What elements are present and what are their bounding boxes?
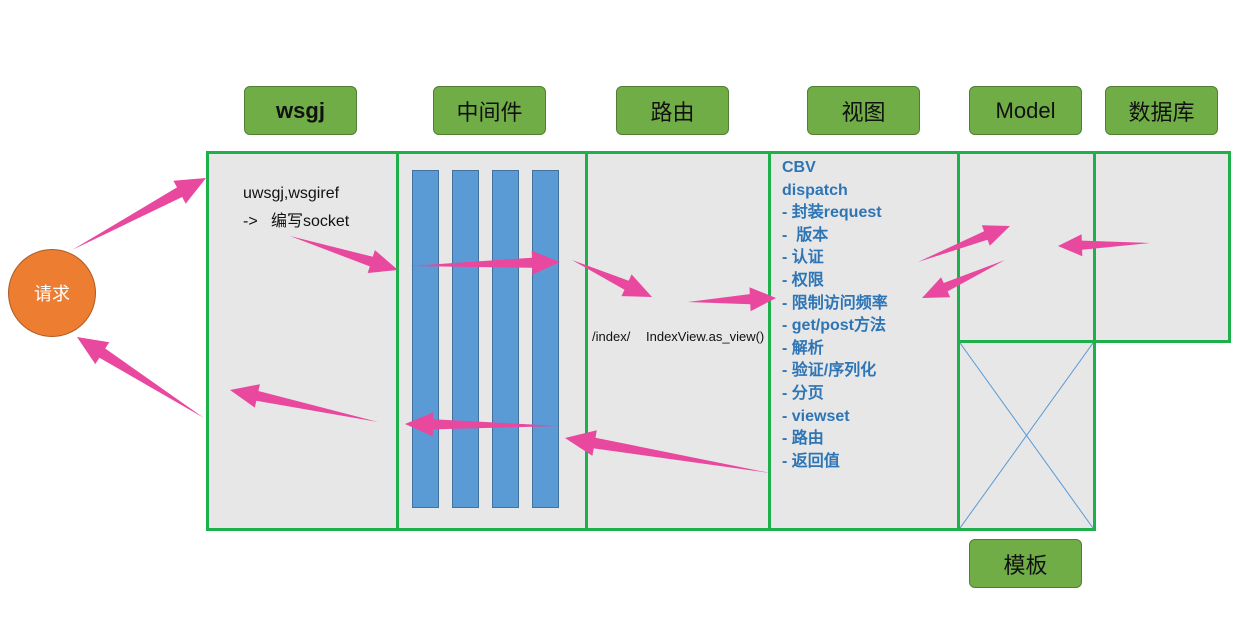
view-line: - 解析	[782, 339, 824, 357]
view-text-block: CBV dispatch - 封装request - 版本 - 认证 - 权限 …	[782, 157, 888, 473]
header-routing-label: 路由	[650, 99, 695, 125]
arrow-middleware-to-routing	[572, 260, 652, 297]
view-line: - viewset	[782, 407, 850, 425]
header-model: Model	[969, 86, 1082, 135]
view-line: - 权限	[782, 271, 824, 289]
header-middleware-label: 中间件	[456, 99, 523, 125]
middleware-column-1	[412, 170, 439, 508]
arrow-routing-to-view	[688, 287, 776, 312]
header-routing: 路由	[616, 86, 729, 135]
request-node: 请求	[8, 249, 96, 337]
header-template: 模板	[969, 539, 1082, 588]
view-line: - 封装request	[782, 204, 882, 222]
arrow-database-to-model	[1058, 234, 1150, 257]
view-line: - 版本	[782, 226, 829, 244]
arrow-wsgi-back	[230, 384, 378, 422]
view-panel	[768, 151, 960, 531]
view-line: - 限制访问频率	[782, 294, 888, 312]
arrow-wsgi-to-request	[77, 337, 204, 418]
header-database-label: 数据库	[1128, 99, 1195, 125]
view-line: CBV	[782, 159, 816, 176]
wsgi-panel	[206, 151, 399, 531]
middleware-column-3	[492, 170, 519, 508]
template-placeholder-cross	[960, 343, 1093, 528]
arrow-model-to-view	[922, 260, 1005, 298]
header-middleware: 中间件	[433, 86, 546, 135]
header-wsgi-label: wsgj	[276, 97, 325, 123]
view-line: - 返回值	[782, 452, 840, 470]
header-view: 视图	[807, 86, 920, 135]
wsgi-socket-text: -> 编写socket	[243, 213, 350, 230]
route-url-text: /index/	[592, 329, 631, 344]
view-line: dispatch	[782, 181, 848, 199]
arrow-request-to-wsgi	[72, 178, 206, 250]
arrow-middleware-back	[405, 412, 560, 437]
wsgi-server-text: uwsgj,wsgiref	[243, 185, 340, 202]
request-label: 请求	[34, 284, 70, 304]
arrow-view-back-to-middleware	[565, 430, 770, 473]
view-line: - get/post方法	[782, 317, 886, 335]
template-panel	[957, 340, 1096, 531]
view-line: - 验证/序列化	[782, 362, 877, 380]
header-database: 数据库	[1105, 86, 1218, 135]
route-view-func-text: IndexView.as_view()	[646, 329, 765, 344]
arrow-wsgi-to-middleware	[290, 236, 398, 273]
arrow-view-to-model	[918, 225, 1010, 262]
header-model-label: Model	[995, 97, 1056, 123]
view-line: - 分页	[782, 384, 824, 402]
middleware-column-4	[532, 170, 559, 508]
view-line: - 认证	[782, 249, 824, 267]
header-template-label: 模板	[1003, 552, 1048, 578]
header-wsgi: wsgj	[244, 86, 357, 135]
middleware-column-2	[452, 170, 479, 508]
arrow-middleware-across	[410, 250, 560, 275]
view-line: - 路由	[782, 430, 824, 448]
header-view-label: 视图	[841, 99, 886, 125]
